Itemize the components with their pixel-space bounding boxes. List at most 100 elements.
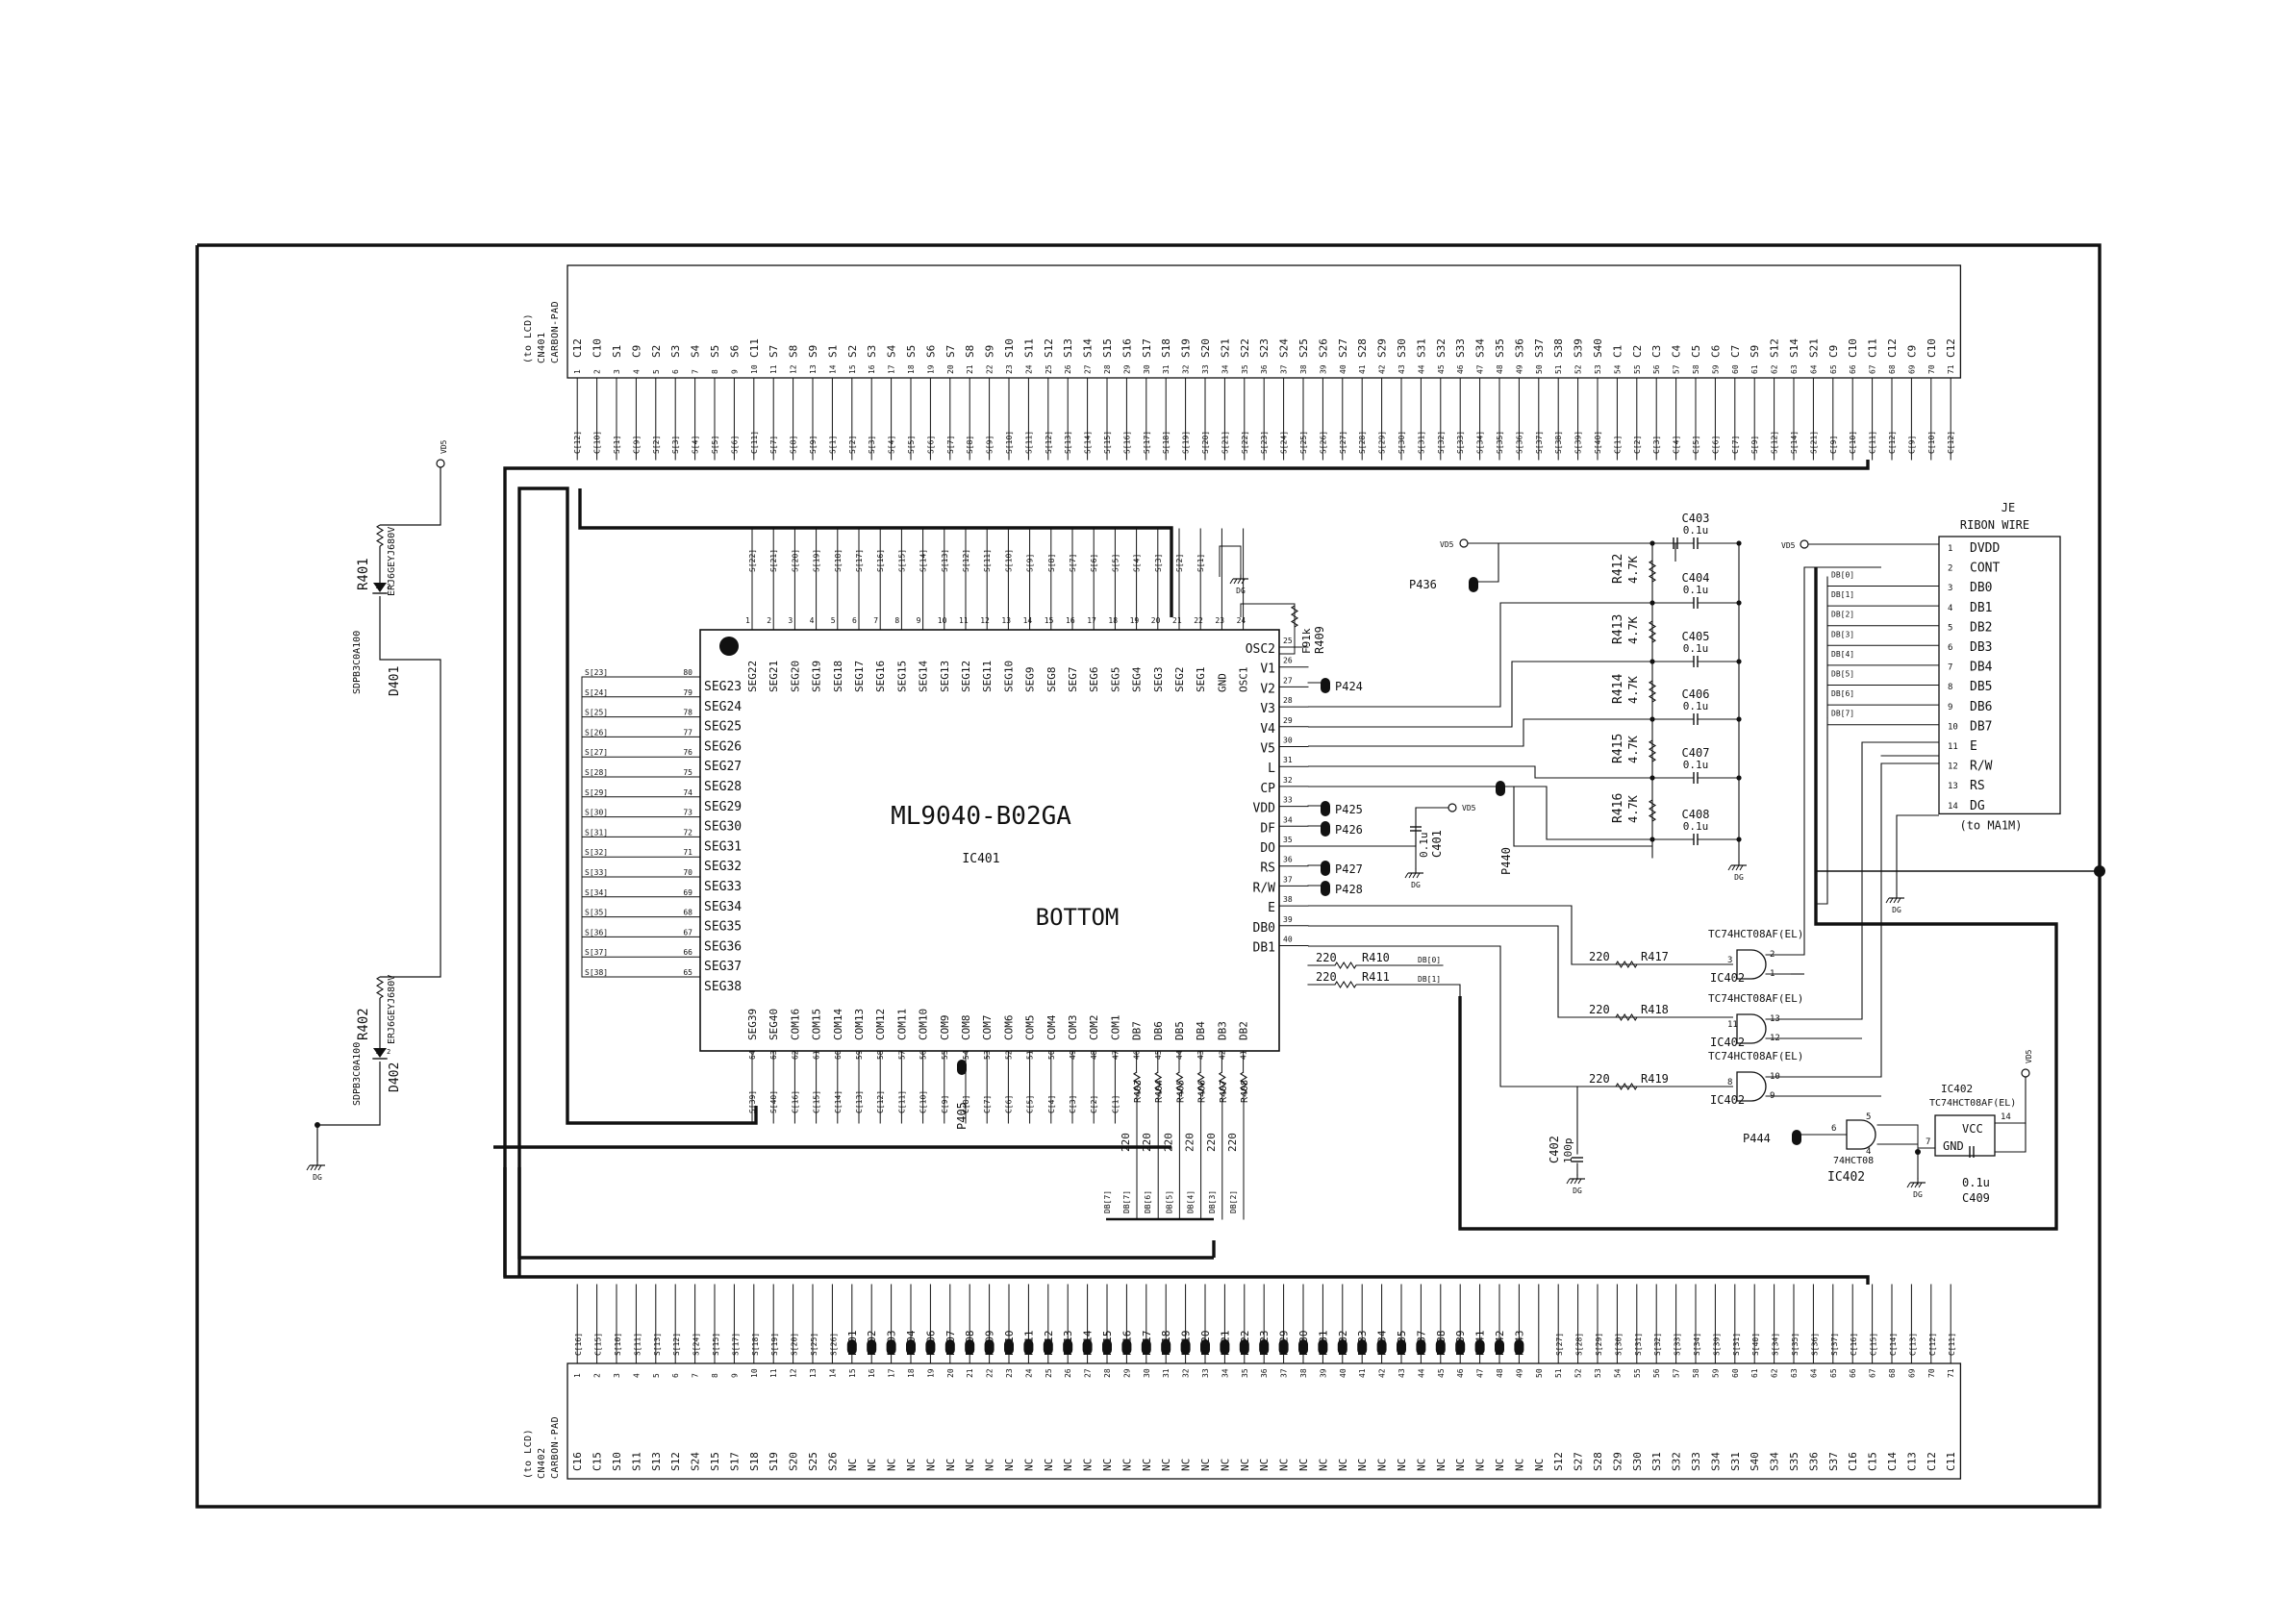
ribbon-pin-name: DVDD	[1970, 541, 2000, 556]
ic401-top-pin-name: SEG6	[1088, 667, 1100, 693]
ic401-bottom-pin-name: DB3	[1216, 1021, 1228, 1040]
cn402-pin-number: 67	[1869, 1368, 1877, 1378]
cn401-pin-name: C11	[1867, 338, 1879, 358]
cn402-signal-label: S[33]	[1674, 1333, 1682, 1356]
cn401-pin-name: S12	[1043, 338, 1055, 358]
cn402-pin-number: 71	[1947, 1368, 1955, 1378]
ic401-top-signal: S[14]	[919, 549, 928, 572]
cn401-pin-number: 54	[1613, 364, 1622, 374]
gate-pin-number: 9	[1770, 1091, 1775, 1101]
cn402-signal-label: P409	[984, 1331, 996, 1357]
cn401-pin-name: C6	[1709, 345, 1722, 358]
gate-ic-label: IC402	[1710, 971, 1745, 985]
cn401-pin-number: 22	[986, 364, 994, 374]
cn401-signal-label: S[6]	[926, 436, 935, 454]
ic401-top-signal: S[21]	[769, 549, 778, 572]
d402-part: SDPB3C0A100	[352, 1042, 363, 1106]
cn401-pin-number: 25	[1045, 364, 1053, 374]
ladder-cap-value: 0.1u	[1683, 700, 1709, 712]
ic401-bottom-signal: C[14]	[834, 1090, 843, 1113]
ic402-vcc-label: VCC	[1962, 1122, 1983, 1136]
bottom-resistor-symbol	[1175, 1071, 1184, 1094]
ic-test-pad-label: P428	[1335, 883, 1363, 896]
gate-pin-number: 2	[1770, 950, 1775, 960]
cn402-signal-label: P443	[1513, 1331, 1525, 1357]
ic401-top-signal: S[15]	[897, 549, 906, 572]
cn401-signal-label: S[14]	[1790, 431, 1799, 454]
cn402-pin-name: S31	[1650, 1452, 1663, 1471]
ladder-resistor-value: 4.7K	[1626, 675, 1640, 704]
cn401-signal-label: S[7]	[946, 436, 955, 454]
cn401-pin-name: S5	[709, 345, 721, 358]
cn402-signal-label: C[11]	[1948, 1333, 1956, 1356]
cn401-signal-label: C[7]	[1731, 436, 1740, 454]
cn402-signal-label: S[13]	[653, 1333, 662, 1356]
ground-hatch	[1566, 1178, 1571, 1185]
ground-hatch	[1416, 872, 1421, 879]
p444-test-pad	[1792, 1130, 1801, 1145]
cn401-pin-number: 53	[1594, 364, 1602, 374]
ground-hatch	[1727, 864, 1732, 871]
cn402-signal-label: P441	[1474, 1331, 1487, 1357]
cn402-pin-number: 2	[593, 1373, 602, 1378]
ic401-bottom-pin-name: COM6	[1002, 1015, 1015, 1041]
ground-hatch	[1893, 897, 1898, 904]
cn402-test-pad	[1495, 1339, 1504, 1355]
gate-ic-label: IC402	[1710, 1036, 1745, 1049]
cn401-pin-name: C12	[1945, 338, 1957, 358]
p424-test-pad	[1321, 678, 1330, 693]
ground-hatch	[1229, 578, 1234, 585]
c409-ref: C409	[1962, 1191, 1990, 1205]
cn402-pin-name: S26	[826, 1452, 839, 1471]
cn402-pin-name: NC	[1003, 1459, 1016, 1471]
cn402-pin-name: NC	[1297, 1459, 1310, 1471]
cn401-pin-name: C12	[571, 338, 584, 358]
ic401-bottom-pin-name: SEG40	[768, 1009, 780, 1040]
p436-lead	[1473, 543, 1499, 583]
ground-hatch	[1914, 1182, 1919, 1188]
bottom-resistor-ref: R406	[1197, 1080, 1208, 1103]
v5-tie	[1513, 787, 1652, 847]
bottom-resistor-value: 220	[1226, 1133, 1239, 1152]
cn401-signal-label: S[39]	[1574, 431, 1583, 454]
ic401-right-pin-name: DB1	[1253, 941, 1275, 956]
bottom-resistor-symbol	[1218, 1071, 1226, 1094]
cn402-signal-label: P430	[1297, 1331, 1310, 1357]
d402-symbol	[373, 1048, 387, 1058]
ic401-bottom-pin-number: 41	[1240, 1050, 1248, 1060]
cn401-pin-number: 67	[1869, 364, 1877, 374]
ic401-gnd-label: DG	[1236, 587, 1246, 595]
seg-top-bus	[578, 488, 1173, 617]
vd5-left-rail	[380, 467, 441, 526]
ic401-bottom-signal: C[9]	[941, 1095, 949, 1113]
ic401-left-pin-name: SEG32	[704, 860, 742, 874]
cn402-pin-number: 64	[1809, 1368, 1818, 1378]
cn401-pin-number: 40	[1339, 364, 1347, 374]
cn402-test-pad	[1141, 1339, 1151, 1355]
ladder-junction-dot	[1736, 716, 1742, 722]
ribbon-pin-number: 12	[1948, 762, 1958, 772]
cn402-signal-label: P410	[1003, 1331, 1016, 1357]
ic401-bottom-signal: C[12]	[876, 1090, 885, 1113]
cn401-signal-label: S[10]	[1005, 431, 1014, 454]
ic401-body	[699, 629, 1280, 1052]
cn401-signal-label: C[12]	[1947, 431, 1955, 454]
ladder-cap-value: 0.1u	[1683, 759, 1709, 771]
ic401-left-pin-number: 67	[683, 928, 692, 937]
cn402-pin-name: S12	[669, 1452, 682, 1471]
cn402-pin-name: NC	[886, 1459, 898, 1471]
p440-test-pad	[1496, 781, 1505, 796]
cn401-pin-number: 18	[907, 364, 916, 374]
cn402-test-pad	[1180, 1339, 1191, 1355]
cn401-pin-number: 21	[966, 364, 974, 374]
rs-wire	[1308, 905, 1733, 965]
d401-symbol	[373, 583, 387, 592]
ic401-left-pin-number: 76	[683, 748, 692, 757]
ic401-top-pin-number: 5	[831, 616, 836, 625]
cn401-signal-label: S[29]	[1378, 431, 1387, 454]
cn402-signal-label: P401	[846, 1331, 859, 1357]
cn401-pin-number: 68	[1888, 364, 1897, 374]
cn402-pin-number: 14	[828, 1368, 837, 1378]
cn402-pin-name: NC	[984, 1459, 996, 1471]
cn402-pin-number: 63	[1790, 1368, 1799, 1378]
